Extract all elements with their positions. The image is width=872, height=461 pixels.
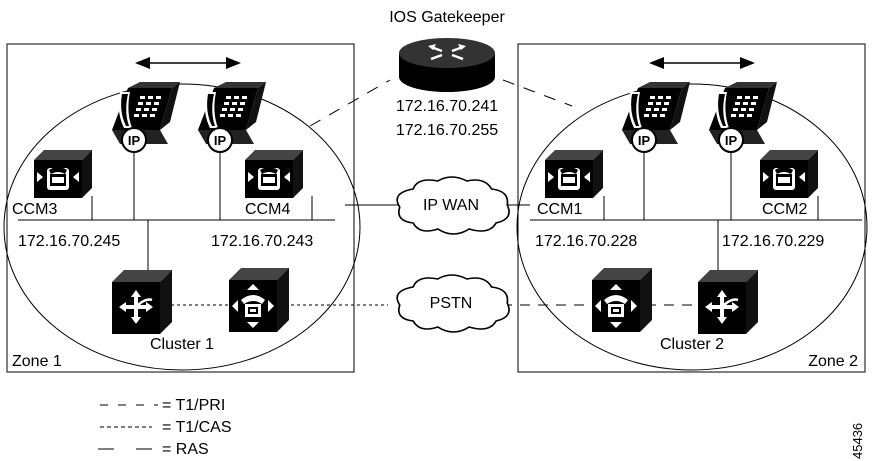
legend-t1cas-label: = T1/CAS xyxy=(162,419,232,436)
gatekeeper-title: IOS Gatekeeper xyxy=(389,9,505,26)
ccm3-server-icon xyxy=(34,150,92,198)
ip-phone-icon xyxy=(111,81,181,153)
cluster2-label: Cluster 2 xyxy=(660,336,724,353)
pstn-label: PSTN xyxy=(430,295,473,312)
ip-phone-icon xyxy=(197,81,267,153)
figure-id: 45436 xyxy=(850,423,865,459)
ccm4-label: CCM4 xyxy=(245,201,290,218)
gatekeeper-ip-2: 172.16.70.255 xyxy=(396,122,498,139)
ip-phone-icon xyxy=(708,81,778,153)
phone-ip-label: IP xyxy=(214,133,227,148)
ccm1-label: CCM1 xyxy=(537,201,582,218)
gateway-router-icon xyxy=(110,268,174,336)
ccm3-ip: 172.16.70.245 xyxy=(18,233,120,250)
ccm1-server-icon xyxy=(545,150,603,198)
cluster1-ellipse xyxy=(3,83,361,371)
phone-ip-label: IP xyxy=(725,133,738,148)
gatekeeper-router-icon xyxy=(399,38,495,92)
ccm2-label: CCM2 xyxy=(762,201,807,218)
gatekeeper-ip-1: 172.16.70.241 xyxy=(396,98,498,115)
ccm3-label: CCM3 xyxy=(12,201,57,218)
cluster2-ellipse xyxy=(516,83,868,371)
cluster1-label: Cluster 1 xyxy=(150,336,214,353)
phone-ip-label: IP xyxy=(128,133,141,148)
ip-wan-label: IP WAN xyxy=(423,197,479,214)
ras-link-zone1 xyxy=(309,79,391,127)
ccm4-server-icon xyxy=(245,150,303,198)
pbx-switch-icon xyxy=(229,268,289,332)
zone1-box xyxy=(6,43,355,373)
legend: = T1/PRI = T1/CAS = RAS xyxy=(98,397,232,458)
legend-ras-label: = RAS xyxy=(162,441,209,458)
ccm2-server-icon xyxy=(760,150,818,198)
pbx-switch-icon xyxy=(592,268,652,332)
ccm2-ip: 172.16.70.229 xyxy=(722,233,824,250)
ip-phone-icon xyxy=(621,81,691,153)
ras-link-zone2 xyxy=(502,79,573,107)
legend-t1pri-label: = T1/PRI xyxy=(162,397,225,414)
zone2-label: Zone 2 xyxy=(808,353,858,370)
phone-ip-label: IP xyxy=(638,133,651,148)
gateway-router-icon xyxy=(696,268,760,336)
zone1-label: Zone 1 xyxy=(12,353,62,370)
ccm4-ip: 172.16.70.243 xyxy=(211,233,313,250)
ccm1-ip: 172.16.70.228 xyxy=(535,233,637,250)
